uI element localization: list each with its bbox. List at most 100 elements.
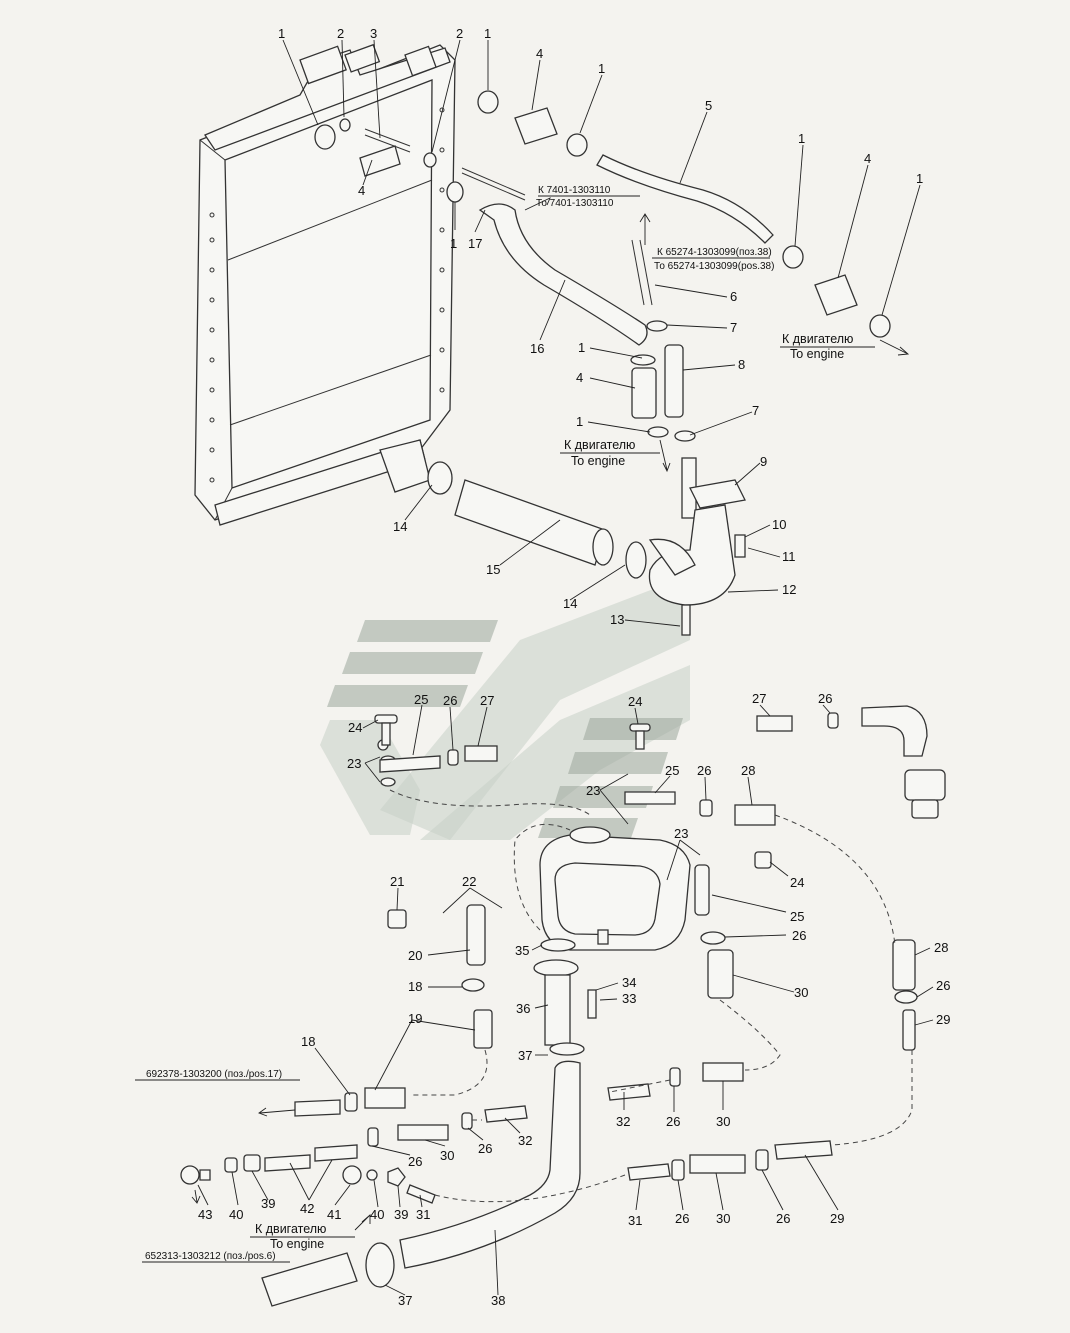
callout: 21 <box>390 874 404 889</box>
callout: 25 <box>790 909 804 924</box>
callout: 3 <box>370 26 377 41</box>
callout: 25 <box>665 763 679 778</box>
callout: 23 <box>674 826 688 841</box>
note-engine-en: To engine <box>571 454 625 468</box>
callout: 31 <box>628 1213 642 1228</box>
note-engine-en: To engine <box>270 1237 324 1251</box>
callout: 12 <box>782 582 796 597</box>
callout: 27 <box>480 693 494 708</box>
annotations: К 7401-1303110 То 7401-1303110 К 65274-1… <box>145 185 853 1262</box>
callout: 31 <box>416 1207 430 1222</box>
callout: 17 <box>468 236 482 251</box>
callout: 32 <box>518 1133 532 1148</box>
callout: 32 <box>616 1114 630 1129</box>
callout: 43 <box>198 1207 212 1222</box>
callout: 4 <box>864 151 871 166</box>
note-engine-en: To engine <box>790 347 844 361</box>
callout: 27 <box>752 691 766 706</box>
callout: 5 <box>705 98 712 113</box>
callout: 1 <box>484 26 491 41</box>
callout: 23 <box>586 783 600 798</box>
callout: 9 <box>760 454 767 469</box>
callout: 40 <box>370 1207 384 1222</box>
note-engine-ru: К двигателю <box>782 332 853 346</box>
callout: 26 <box>697 763 711 778</box>
callout: 8 <box>738 357 745 372</box>
callout: 1 <box>578 340 585 355</box>
callouts-top: 1 2 3 2 1 4 1 5 1 4 1 4 1 17 6 7 16 1 4 … <box>278 26 923 627</box>
callout: 28 <box>934 940 948 955</box>
radiator <box>194 43 456 526</box>
callout: 23 <box>347 756 361 771</box>
note-ref-652313: 652313-1303212 (поз./pos.6) <box>145 1251 276 1262</box>
callout: 26 <box>776 1211 790 1226</box>
callout: 1 <box>798 131 805 146</box>
callout: 16 <box>530 341 544 356</box>
expansion-tank <box>539 826 691 951</box>
callout: 10 <box>772 517 786 532</box>
callout: 30 <box>440 1148 454 1163</box>
callout: 14 <box>393 519 407 534</box>
callout: 37 <box>398 1293 412 1308</box>
callouts-bottom: 24 25 26 27 27 26 24 23 23 25 26 28 23 2… <box>198 691 950 1308</box>
callout: 34 <box>622 975 636 990</box>
lower-leaders <box>135 704 934 1296</box>
callout: 2 <box>337 26 344 41</box>
callout: 40 <box>229 1207 243 1222</box>
callout: 4 <box>576 370 583 385</box>
callout: 25 <box>414 692 428 707</box>
callout: 1 <box>450 236 457 251</box>
callout: 26 <box>675 1211 689 1226</box>
note-k7401-ru: К 7401-1303110 <box>538 185 611 196</box>
callout: 26 <box>666 1114 680 1129</box>
callout: 26 <box>408 1154 422 1169</box>
callout: 30 <box>716 1211 730 1226</box>
routing-lines <box>389 789 913 1203</box>
callout: 36 <box>516 1001 530 1016</box>
callout: 1 <box>278 26 285 41</box>
callout: 41 <box>327 1207 341 1222</box>
callout: 26 <box>443 693 457 708</box>
callout: 4 <box>536 46 543 61</box>
callout: 18 <box>408 979 422 994</box>
callout: 15 <box>486 562 500 577</box>
callout: 26 <box>792 928 806 943</box>
callout: 1 <box>916 171 923 186</box>
lower-hoses <box>427 457 746 636</box>
callout: 30 <box>794 985 808 1000</box>
callout: 37 <box>518 1048 532 1063</box>
callout: 2 <box>456 26 463 41</box>
callout: 18 <box>301 1034 315 1049</box>
callout: 7 <box>752 403 759 418</box>
callout: 39 <box>394 1207 408 1222</box>
upper-leaders <box>282 39 921 627</box>
callout: 1 <box>576 414 583 429</box>
callout: 24 <box>628 694 642 709</box>
callout: 22 <box>462 874 476 889</box>
note-engine-ru: К двигателю <box>564 438 635 452</box>
callout: 28 <box>741 763 755 778</box>
callout: 26 <box>818 691 832 706</box>
callout: 42 <box>300 1201 314 1216</box>
callout: 24 <box>790 875 804 890</box>
note-k65274-ru: К 65274-1303099(поз.38) <box>657 247 772 258</box>
callout: 24 <box>348 720 362 735</box>
callout: 33 <box>622 991 636 1006</box>
callout: 14 <box>563 596 577 611</box>
callout: 39 <box>261 1196 275 1211</box>
callout: 13 <box>610 612 624 627</box>
callout: 26 <box>936 978 950 993</box>
lower-pipes <box>180 705 946 1307</box>
callout: 1 <box>598 61 605 76</box>
callout: 30 <box>716 1114 730 1129</box>
callout: 29 <box>830 1211 844 1226</box>
note-engine-ru: К двигателю <box>255 1222 326 1236</box>
upper-hoses <box>314 90 891 442</box>
callout: 6 <box>730 289 737 304</box>
note-ref-692378: 692378-1303200 (поз./pos.17) <box>146 1069 282 1080</box>
callout: 4 <box>358 183 365 198</box>
callout: 26 <box>478 1141 492 1156</box>
callout: 29 <box>936 1012 950 1027</box>
note-k7401-en: То 7401-1303110 <box>536 198 614 209</box>
